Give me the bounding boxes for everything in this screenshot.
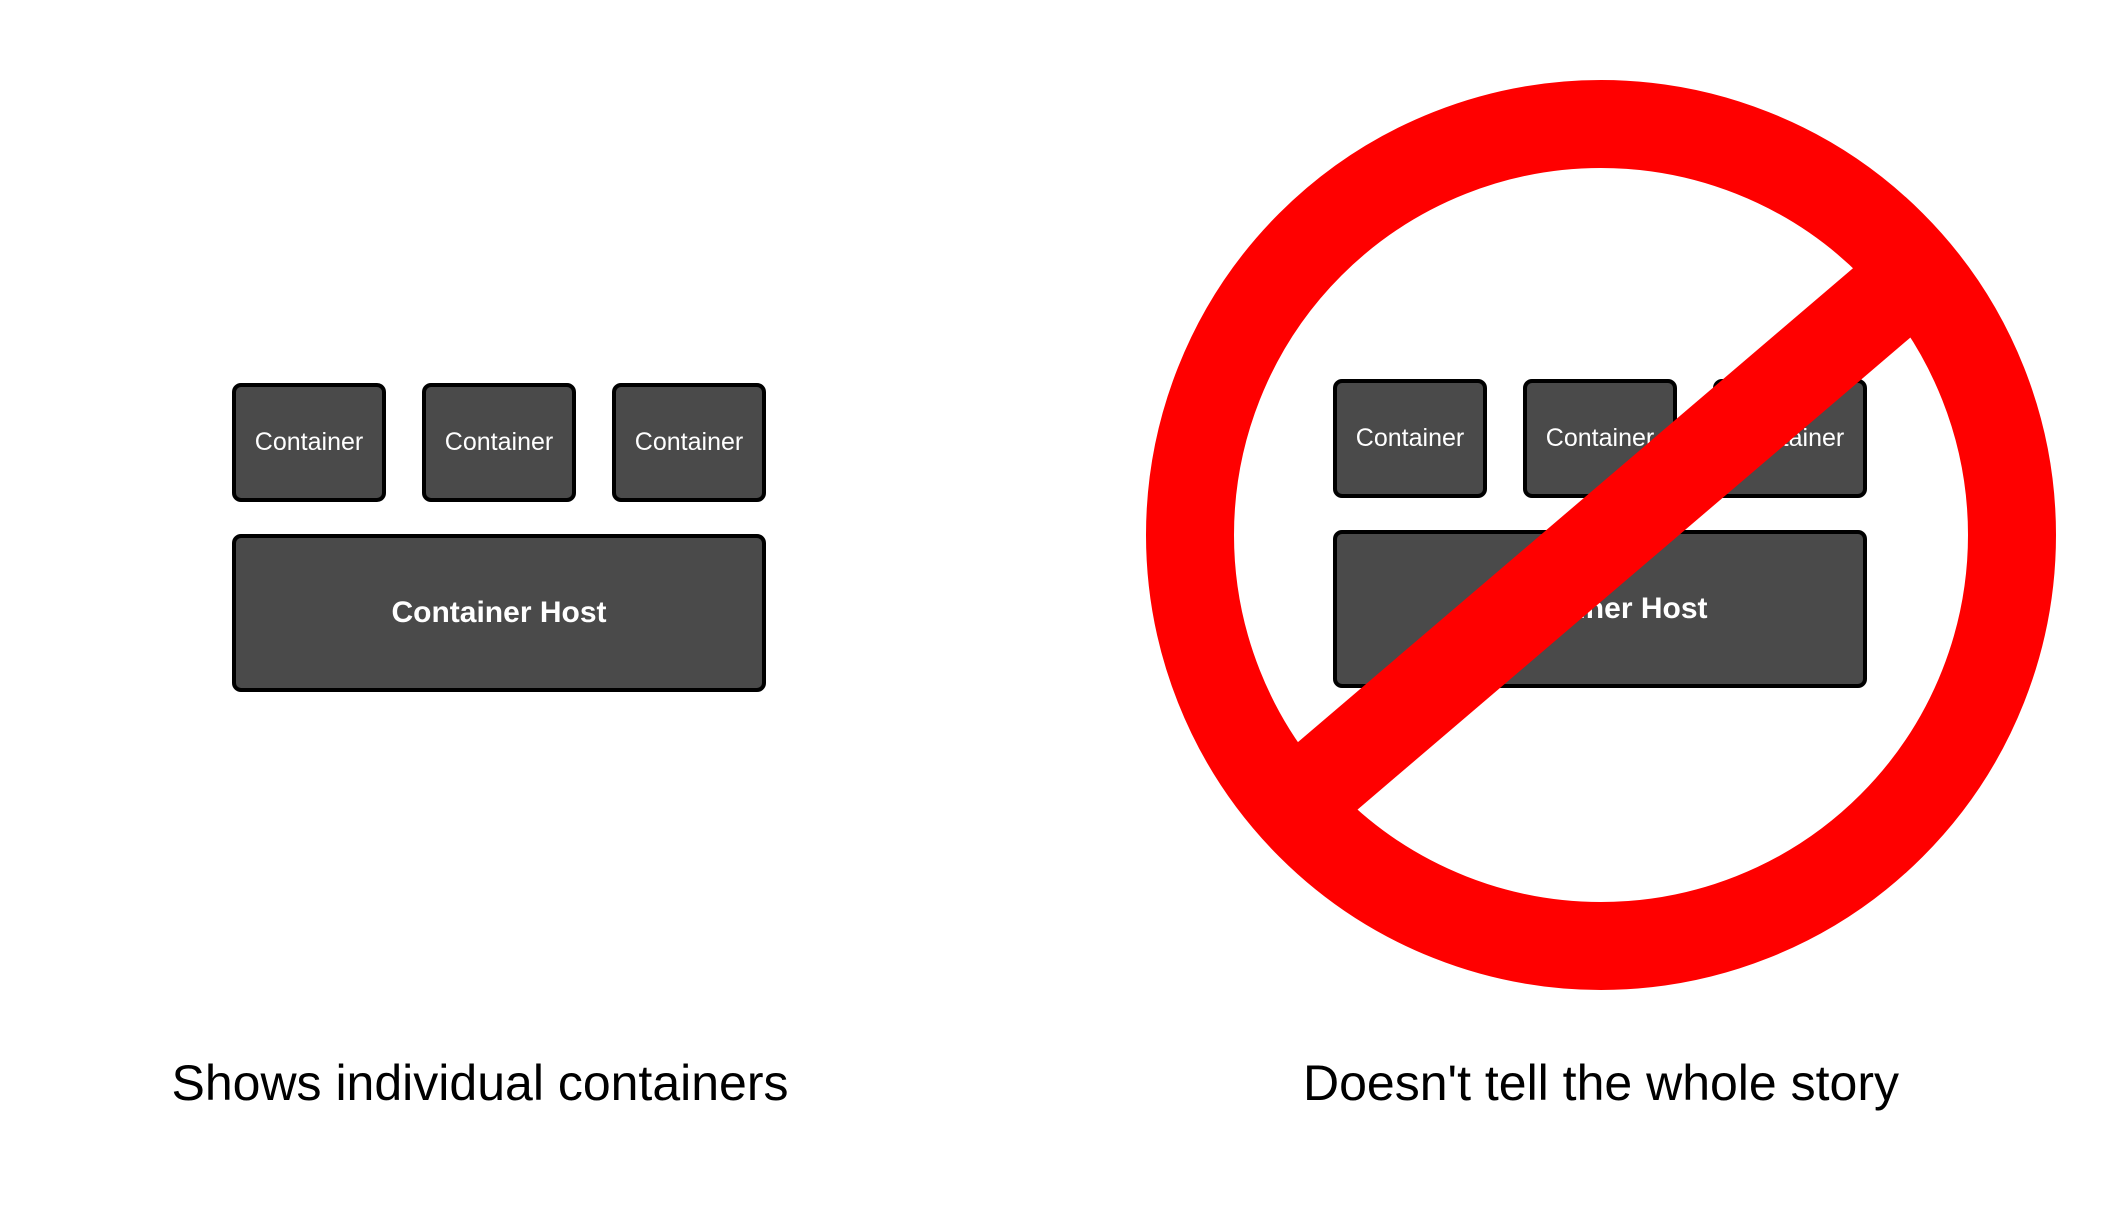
container-label: Container — [444, 428, 554, 456]
container-box-3: Container — [1713, 379, 1867, 498]
container-box-2: Container — [1523, 379, 1677, 498]
container-label: Container — [1355, 424, 1465, 452]
container-label: Container — [1545, 424, 1655, 452]
container-host-label: Container Host — [1492, 592, 1708, 625]
container-host-box: Container Host — [232, 534, 766, 692]
left-diagram: Container Container Container Container … — [0, 0, 1060, 1230]
right-diagram: Container Container Container Container … — [1060, 0, 2121, 1230]
container-box-3: Container — [612, 383, 766, 502]
container-label: Container — [254, 428, 364, 456]
container-host-box: Container Host — [1333, 530, 1867, 688]
container-box-1: Container — [1333, 379, 1487, 498]
container-label: Container — [634, 428, 744, 456]
container-box-2: Container — [422, 383, 576, 502]
container-label: Container — [1735, 424, 1845, 452]
container-box-1: Container — [232, 383, 386, 502]
container-host-label: Container Host — [391, 596, 607, 629]
left-caption: Shows individual containers — [171, 1055, 789, 1111]
right-caption: Doesn't tell the whole story — [1303, 1055, 1899, 1111]
